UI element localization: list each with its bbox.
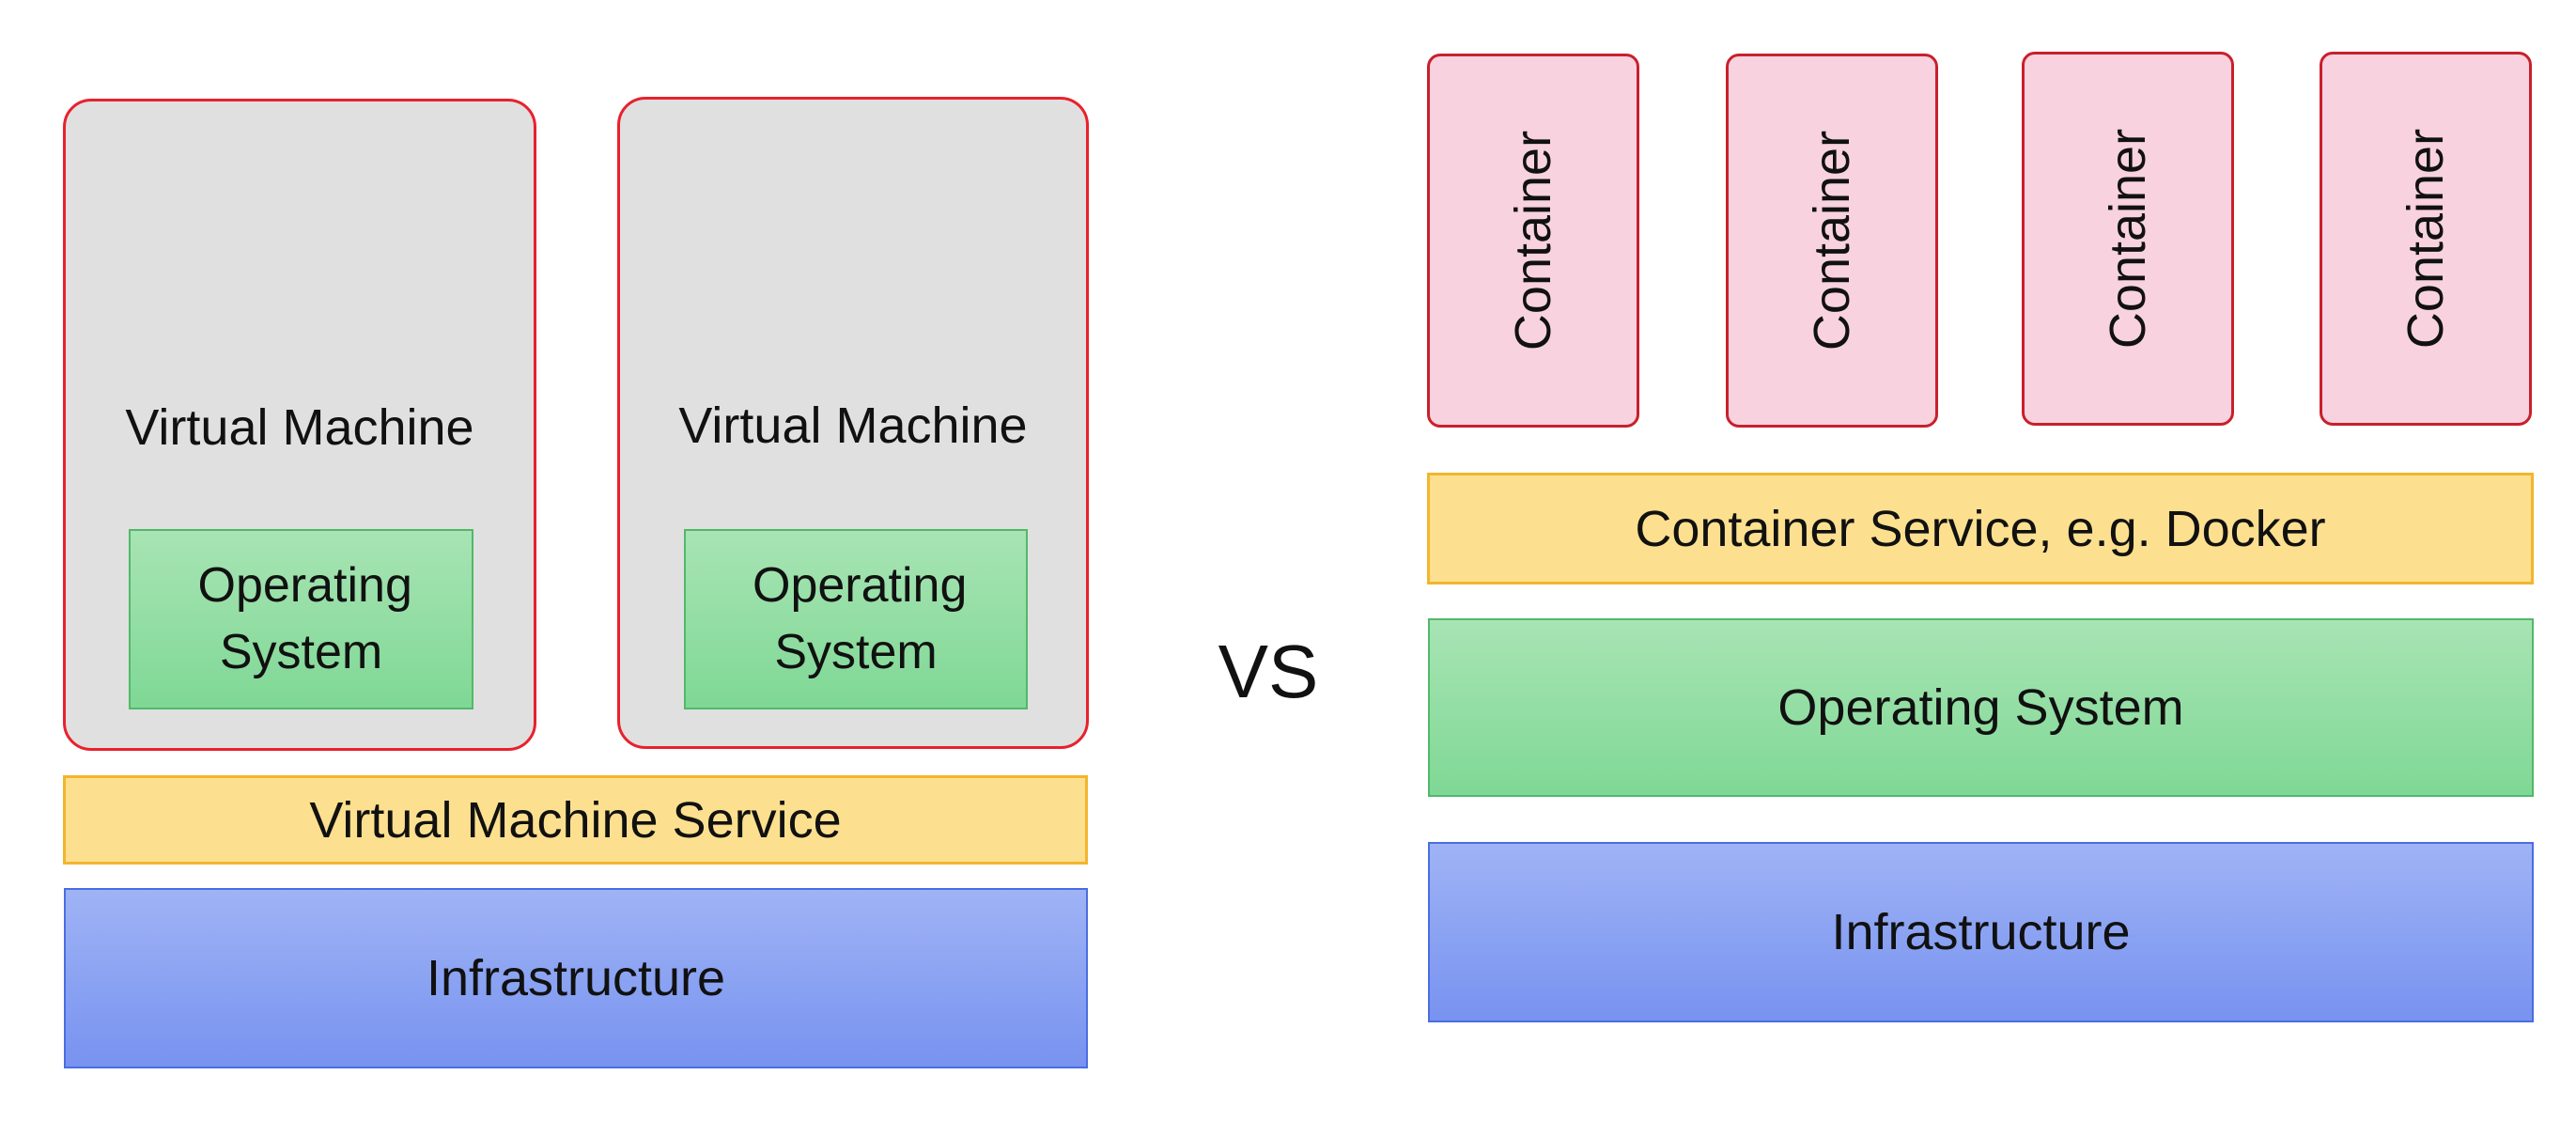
container-box-3: Container [2022,52,2234,426]
vm-operating-system-label: Operating System [197,558,412,679]
container-label: Container [2398,128,2455,350]
container-box-4: Container [2320,52,2532,426]
vs-label: VS [1218,630,1319,713]
virtual-machine-title: Virtual Machine [678,397,1028,454]
container-infrastructure-bar: Infrastructure [1428,842,2534,1022]
vm-operating-system-label: Operating System [753,558,968,679]
container-box-1: Container [1427,54,1639,428]
container-box-2: Container [1726,54,1938,428]
vm-architecture-diagram: Virtual Machine Operating System Virtual… [0,0,1109,1122]
container-service-bar: Container Service, e.g. Docker [1427,473,2534,584]
container-label: Container [1804,130,1861,351]
container-label: Container [2100,128,2157,350]
vm-operating-system-box: Operating System [129,529,473,709]
virtual-machine-title: Virtual Machine [125,399,474,456]
virtual-machine-box-1: Virtual Machine Operating System [63,99,536,751]
vm-operating-system-box: Operating System [684,529,1028,709]
container-label: Container [1505,130,1562,351]
vm-infrastructure-bar: Infrastructure [64,888,1088,1068]
operating-system-bar: Operating System [1428,618,2534,797]
virtual-machine-service-bar: Virtual Machine Service [63,775,1088,865]
container-architecture-diagram: Container Container Container Container … [1409,0,2576,1122]
virtual-machine-box-2: Virtual Machine Operating System [617,97,1089,749]
